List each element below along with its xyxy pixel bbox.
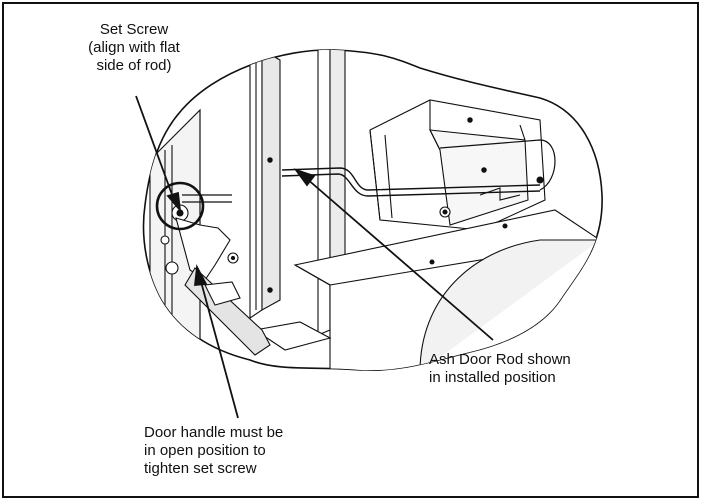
set-screw-callout: Set Screw (align with flat side of rod)	[74, 21, 194, 75]
ash-door-rod-callout-line: in installed position	[429, 369, 556, 386]
door-handle-callout-line: in open position to	[144, 442, 266, 459]
ash-door-rod-callout: Ash Door Rod shown in installed position	[429, 351, 571, 387]
set-screw-callout-line: side of rod)	[96, 57, 172, 74]
set-screw-callout-line: Set Screw	[99, 21, 169, 38]
set-screw-callout-line: (align with flat	[88, 39, 180, 56]
grate-frame	[369, 99, 546, 231]
set-screw-leader-arrow	[135, 95, 182, 213]
set-screw-highlight-circle	[155, 181, 205, 231]
lower-ash-box	[293, 209, 601, 371]
door-handle-leader-arrow	[193, 263, 239, 419]
door-handle-part	[160, 217, 271, 356]
ash-door-rod	[281, 139, 556, 197]
ash-door-rod-leader-arrow	[293, 168, 494, 341]
door-handle-callout-line: Door handle must be	[144, 424, 284, 441]
figure-border	[2, 2, 699, 498]
floor-plate	[253, 321, 332, 351]
door-handle-callout-line: tighten set screw	[144, 460, 257, 477]
ash-door-rod-callout-line: Ash Door Rod shown	[429, 351, 571, 368]
vertical-channel-left	[249, 49, 281, 320]
door-handle-callout: Door handle must be in open position to …	[144, 424, 283, 478]
